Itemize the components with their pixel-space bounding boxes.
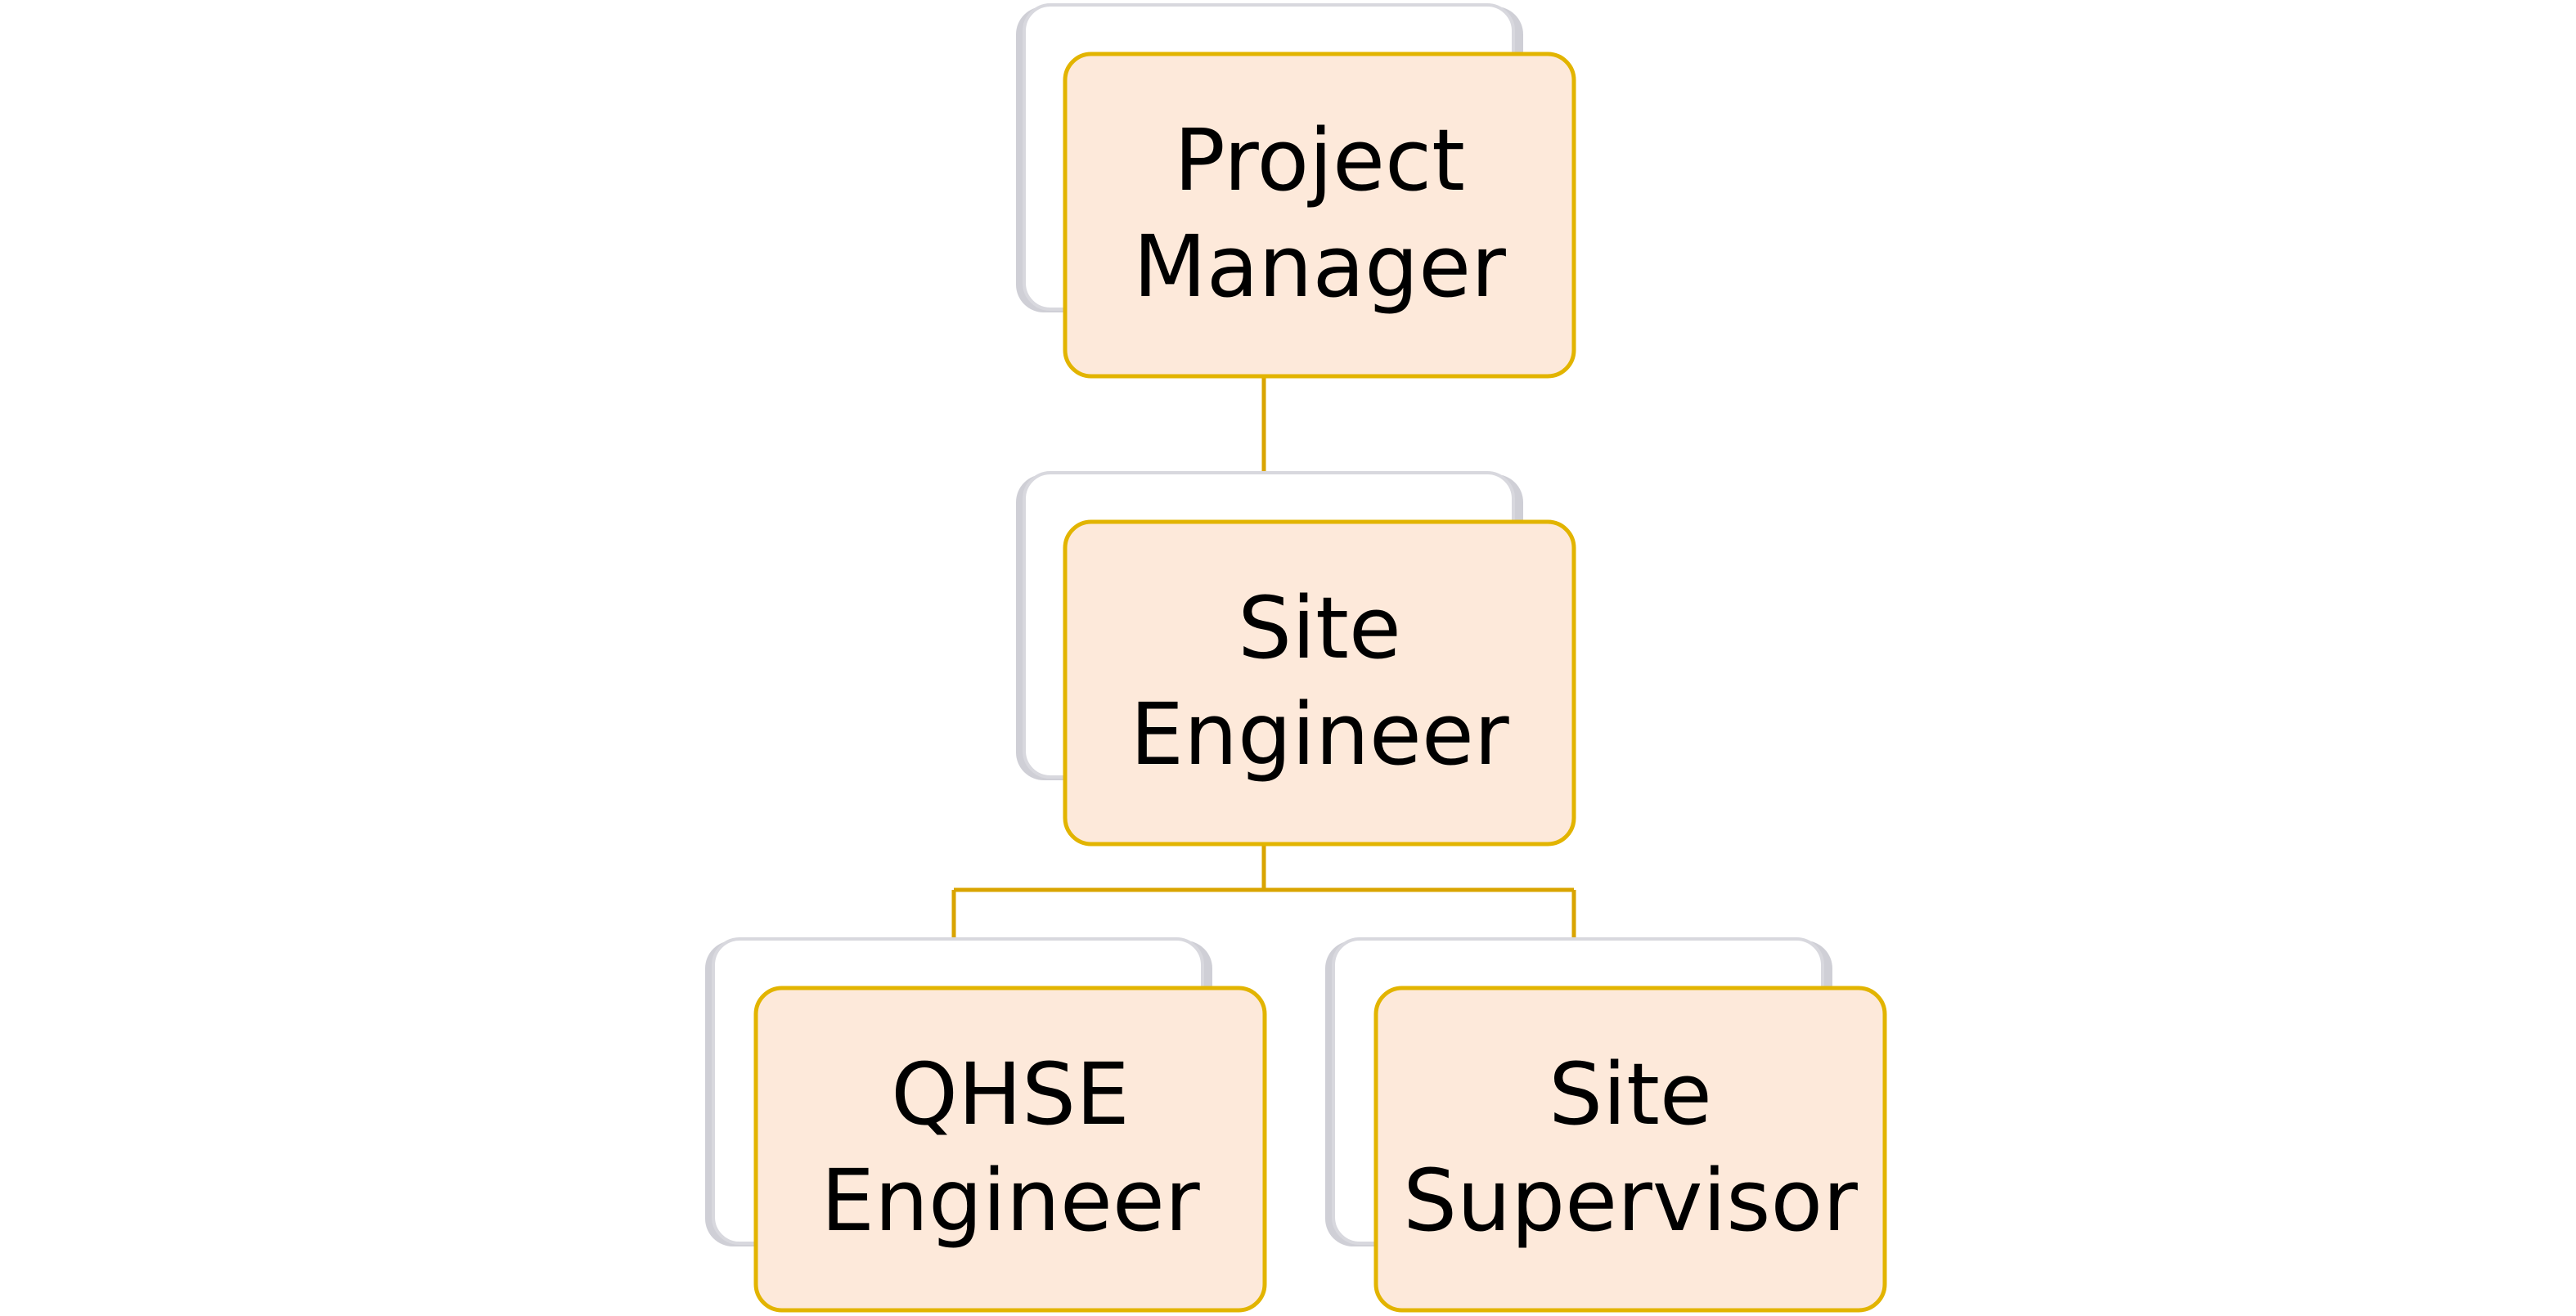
node-label-line-1: Site — [1238, 578, 1401, 678]
node-site-supervisor: Site Supervisor — [1325, 937, 1887, 1313]
node-site-engineer: Site Engineer — [1016, 471, 1576, 847]
node-label-line-1: Site — [1549, 1044, 1712, 1144]
node-label-line-2: Engineer — [1130, 685, 1508, 784]
node-project-manager: Project Manager — [1016, 3, 1576, 379]
node-label-line-2: Engineer — [820, 1151, 1199, 1251]
node-card — [1063, 52, 1576, 379]
node-label-line-1: Project — [1174, 110, 1465, 210]
node-card — [1063, 519, 1576, 847]
node-label-line-1: QHSE — [891, 1044, 1130, 1144]
node-card — [753, 986, 1267, 1313]
node-label-line-2: Manager — [1133, 217, 1506, 317]
node-label-line-2: Supervisor — [1403, 1151, 1858, 1251]
node-qhse-engineer: QHSE Engineer — [705, 937, 1267, 1313]
node-card — [1373, 986, 1887, 1313]
